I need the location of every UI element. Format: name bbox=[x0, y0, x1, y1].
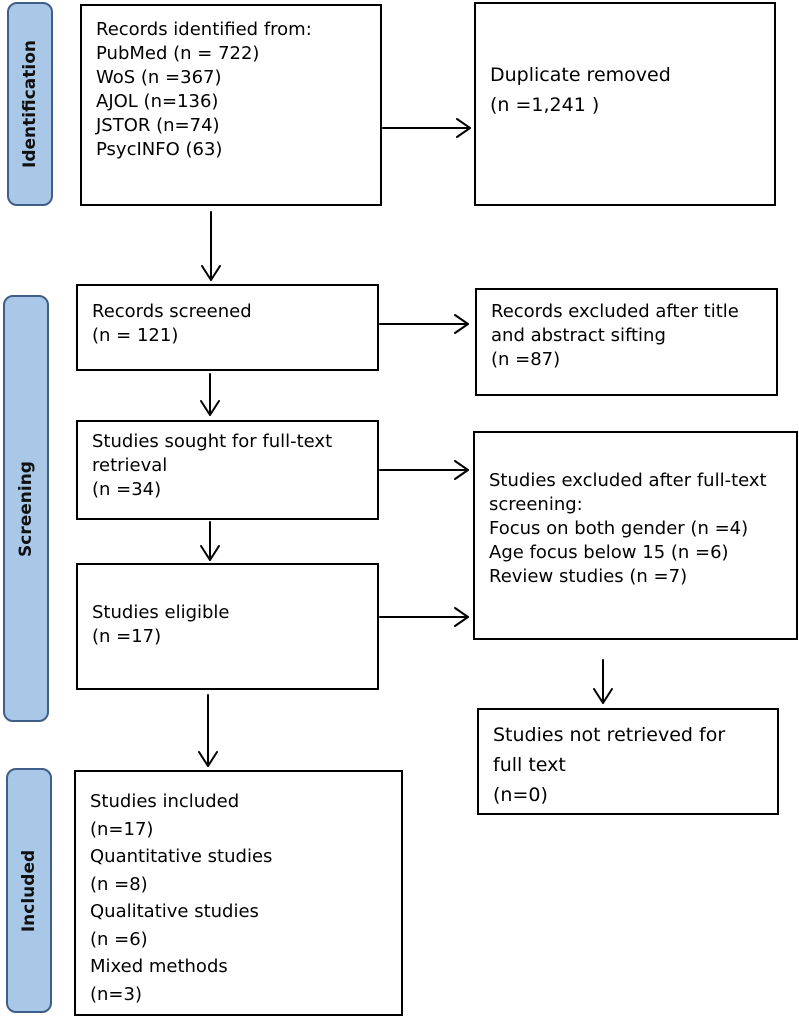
sought-retrieval-box: Studies sought for full-text retrieval (… bbox=[76, 420, 379, 520]
not-retrieved-box: Studies not retrieved for full text (n=0… bbox=[477, 708, 779, 815]
excluded-fulltext-label-2: screening: bbox=[489, 494, 583, 515]
duplicates-removed-box: Duplicate removed (n =1,241 ) bbox=[474, 2, 776, 206]
included-count: (n=17) bbox=[90, 818, 154, 840]
excluded-fulltext-box: Studies excluded after full-text screeni… bbox=[473, 431, 798, 640]
records-screened-count: (n = 121) bbox=[92, 325, 179, 346]
sought-retrieval-label-2: retrieval bbox=[92, 455, 168, 476]
source-wos: WoS (n =367) bbox=[96, 67, 222, 88]
not-retrieved-count: (n=0) bbox=[493, 784, 548, 806]
qualitative-label: Qualitative studies bbox=[90, 901, 259, 922]
sought-retrieval-count: (n =34) bbox=[92, 479, 162, 500]
arrow-to-records-excluded bbox=[379, 314, 469, 334]
arrow-to-duplicates bbox=[382, 118, 471, 138]
quantitative-count: (n =8) bbox=[90, 873, 148, 895]
eligible-count: (n =17) bbox=[92, 626, 162, 647]
excluded-review: Review studies (n =7) bbox=[489, 566, 688, 587]
qualitative-count: (n =6) bbox=[90, 928, 148, 950]
phase-included: Included bbox=[6, 768, 52, 1013]
arrow-to-eligible bbox=[200, 521, 220, 561]
records-excluded-box: Records excluded after title and abstrac… bbox=[475, 288, 778, 396]
records-identified-heading: Records identified from: bbox=[96, 19, 312, 40]
arrow-to-records-screened bbox=[201, 211, 221, 281]
records-screened-label: Records screened bbox=[92, 301, 252, 322]
source-pubmed: PubMed (n = 722) bbox=[96, 43, 260, 64]
eligible-box: Studies eligible (n =17) bbox=[76, 563, 379, 690]
mixed-methods-label: Mixed methods bbox=[90, 956, 228, 977]
phase-identification: Identification bbox=[7, 2, 53, 206]
duplicates-removed-label: Duplicate removed bbox=[490, 64, 671, 86]
not-retrieved-label-2: full text bbox=[493, 754, 566, 776]
records-excluded-label-2: and abstract sifting bbox=[491, 325, 666, 346]
duplicates-removed-count: (n =1,241 ) bbox=[490, 94, 600, 116]
arrow-to-not-retrieved bbox=[593, 659, 613, 704]
sought-retrieval-label-1: Studies sought for full-text bbox=[92, 431, 333, 452]
records-screened-box: Records screened (n = 121) bbox=[76, 284, 379, 371]
phase-screening: Screening bbox=[3, 295, 49, 722]
not-retrieved-label-1: Studies not retrieved for bbox=[493, 724, 726, 746]
arrow-to-included bbox=[198, 694, 218, 767]
arrow-to-excluded-fulltext bbox=[379, 460, 469, 480]
arrow-to-sought-retrieval bbox=[200, 373, 220, 416]
records-excluded-label-1: Records excluded after title bbox=[491, 301, 739, 322]
source-psycinfo: PsycINFO (63) bbox=[96, 139, 223, 160]
included-box: Studies included (n=17) Quantitative stu… bbox=[74, 770, 403, 1016]
records-identified-box: Records identified from: PubMed (n = 722… bbox=[80, 4, 382, 206]
excluded-gender: Focus on both gender (n =4) bbox=[489, 518, 749, 539]
included-label: Studies included bbox=[90, 791, 240, 812]
arrow-eligible-to-excluded bbox=[379, 607, 469, 627]
source-ajol: AJOL (n=136) bbox=[96, 91, 219, 112]
eligible-label: Studies eligible bbox=[92, 602, 230, 623]
mixed-methods-count: (n=3) bbox=[90, 983, 142, 1005]
quantitative-label: Quantitative studies bbox=[90, 846, 273, 867]
source-jstor: JSTOR (n=74) bbox=[96, 115, 220, 136]
excluded-fulltext-label-1: Studies excluded after full-text bbox=[489, 470, 767, 491]
records-excluded-count: (n =87) bbox=[491, 349, 561, 370]
excluded-age: Age focus below 15 (n =6) bbox=[489, 542, 729, 563]
